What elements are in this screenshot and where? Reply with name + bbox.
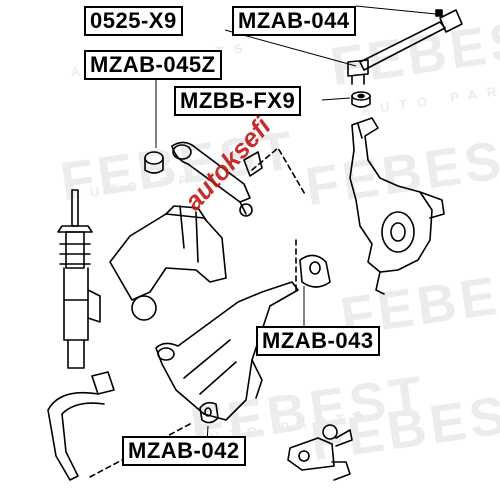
subframe-drawing <box>109 205 227 321</box>
ball-joint-drawing <box>287 424 353 481</box>
stabilizer-bushing-drawing <box>351 91 371 108</box>
part-label-mzab-045z: MZAB-045Z <box>84 50 222 80</box>
part-label-mzab-042: MZAB-042 <box>122 436 246 466</box>
shock-absorber-drawing <box>57 189 101 369</box>
part-label-0525-x9: 0525-X9 <box>84 6 183 36</box>
part-label-mzab-043: MZAB-043 <box>256 326 380 356</box>
upper-control-arm-drawing <box>171 141 263 217</box>
upper-arm-bushing-drawing <box>144 151 164 174</box>
lower-arm-rear-bushing-drawing <box>299 254 331 288</box>
stabilizer-link-drawing <box>47 371 115 481</box>
tie-rod-end-drawing <box>347 9 463 85</box>
steering-knuckle-drawing <box>349 117 445 295</box>
lower-arm-front-bushing-drawing <box>199 401 219 424</box>
part-label-mzbb-fx9: MZBB-FX9 <box>174 86 302 116</box>
part-label-mzab-044: MZAB-044 <box>232 6 356 36</box>
